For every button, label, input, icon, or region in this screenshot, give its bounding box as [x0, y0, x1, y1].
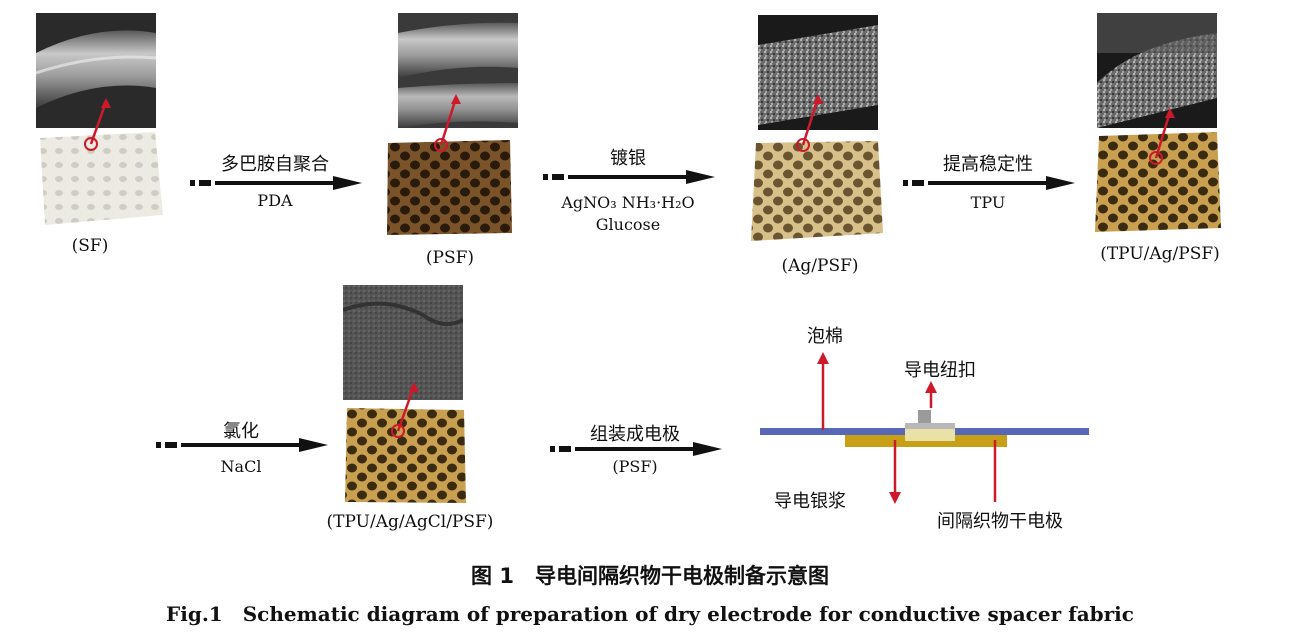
caption-chinese: 图 1 导电间隔织物干电极制备示意图 [471, 564, 829, 588]
label-ag-psf: (Ag/PSF) [781, 256, 859, 276]
step-tpu-reagent: TPU [970, 193, 1006, 212]
arrow-silver [543, 170, 715, 184]
fabric-sf [35, 130, 165, 230]
label-foam: 泡棉 [807, 326, 843, 347]
fabric-ag-psf [748, 138, 886, 246]
sem-image-tpu-ag-agcl-psf [343, 285, 463, 400]
step-assembly-title: 组装成电极 [590, 424, 680, 445]
step-silver-reagent-1: AgNO₃ NH₃·H₂O [561, 193, 695, 212]
sem-image-psf [398, 13, 518, 128]
step-pda-title: 多巴胺自聚合 [221, 154, 329, 175]
sem-image-tpu-ag-psf [1097, 13, 1217, 128]
label-tpu-ag-psf: (TPU/Ag/PSF) [1100, 244, 1220, 264]
fabric-tpu-ag-psf [1093, 128, 1223, 236]
step-assembly-note: (PSF) [612, 457, 658, 476]
label-spacer-fabric-electrode: 间隔织物干电极 [937, 511, 1063, 532]
label-conductive-button: 导电纽扣 [904, 360, 976, 381]
step-silver-reagent-2: Glucose [595, 215, 661, 234]
step-pda-reagent: PDA [257, 191, 293, 210]
label-sf: (SF) [71, 236, 109, 256]
step-chlorination-reagent: NaCl [220, 457, 262, 476]
label-silver-paste: 导电银浆 [774, 491, 846, 512]
label-tpu-ag-agcl-psf: (TPU/Ag/AgCl/PSF) [326, 512, 494, 532]
arrow-chlorination [156, 438, 328, 452]
sem-pointer-circles [84, 137, 1163, 438]
electrode-diagram [760, 352, 1089, 504]
step-silver-title: 镀银 [610, 148, 646, 169]
arrow-tpu [903, 176, 1075, 190]
step-chlorination-title: 氯化 [223, 421, 259, 442]
caption-english: Fig.1 Schematic diagram of preparation o… [166, 602, 1134, 626]
button-cap [905, 423, 955, 429]
arrow-assembly [550, 442, 722, 456]
button-pad [905, 428, 955, 441]
arrow-pda [190, 176, 362, 190]
fabric-psf [385, 138, 515, 238]
step-tpu-title: 提高稳定性 [943, 154, 1033, 175]
sem-image-sf [36, 13, 156, 128]
fabric-tpu-ag-agcl-psf [342, 405, 470, 507]
sem-pointers [89, 97, 1172, 432]
label-psf: (PSF) [425, 248, 475, 268]
sem-image-ag-psf [758, 15, 878, 130]
sem-pointer-heads [101, 94, 1175, 392]
